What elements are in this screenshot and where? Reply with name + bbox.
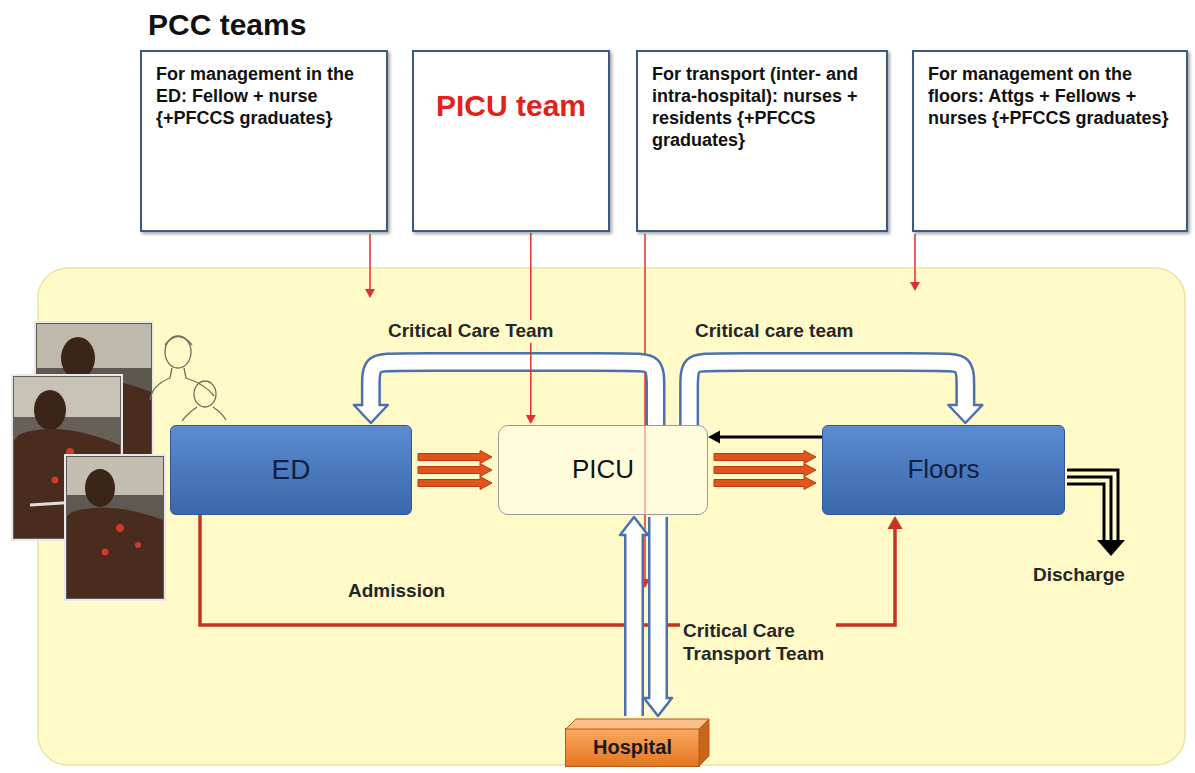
- leader-head: [365, 289, 375, 298]
- team-callout-box: PICU team: [412, 50, 610, 232]
- photo-bedsheet: [14, 377, 120, 417]
- arrow-body: [651, 517, 666, 701]
- hospital-label: Hospital: [593, 735, 672, 759]
- arrow-head: [888, 516, 903, 529]
- sketch-shoulders: [182, 407, 226, 421]
- photo-rash: [52, 477, 59, 484]
- arrow-outline: [689, 362, 965, 425]
- block-arrow: [418, 464, 492, 477]
- diagram-title: PCC teams: [148, 8, 306, 42]
- discharge-arrow: [1067, 470, 1125, 556]
- connector-line: [200, 515, 895, 625]
- discharge-line: [1067, 477, 1111, 541]
- photo-frame: [65, 455, 165, 600]
- sketch-hair: [165, 337, 192, 346]
- callout-text: For management on the floors: Attgs + Fe…: [928, 64, 1172, 130]
- leader-line: [369, 234, 371, 290]
- department-label: Floors: [907, 454, 979, 486]
- leader-lines: [365, 234, 920, 588]
- arrow-outline: [371, 362, 656, 425]
- admission-line: [200, 515, 903, 625]
- discharge-head: [1097, 540, 1125, 556]
- department-box: ED: [170, 425, 412, 515]
- photo-head: [34, 390, 66, 430]
- arrow-body: [627, 532, 642, 716]
- edge-label: Critical Care Transport Team: [680, 620, 836, 666]
- flow-arrows: [714, 451, 816, 490]
- photo-head: [85, 469, 115, 507]
- callout-heading: PICU team: [424, 88, 598, 125]
- team-outreach-arrow: [689, 362, 982, 425]
- patient-photo: [65, 455, 165, 600]
- edge-label: Admission: [345, 580, 448, 603]
- team-outreach-arrow: [354, 362, 656, 425]
- team-callout-box: For management in the ED: Fellow + nurse…: [140, 50, 388, 232]
- photo-head: [61, 337, 95, 379]
- hospital-side-face: [699, 719, 709, 766]
- return-arrow: [708, 431, 822, 444]
- leader-head: [910, 282, 920, 291]
- edge-label: Critical Care Team: [385, 320, 556, 343]
- flow-arrows: [418, 451, 492, 490]
- arrow-body: [371, 362, 656, 425]
- edge-label: Critical care team: [692, 320, 856, 343]
- department-box: Floors: [822, 425, 1065, 515]
- block-arrow: [714, 451, 816, 464]
- arrow-head: [708, 431, 720, 444]
- photo-rash: [116, 524, 124, 532]
- arrow-line: [718, 436, 822, 439]
- block-arrow: [714, 477, 816, 490]
- hospital-top-face: [566, 719, 709, 729]
- arrow-body: [689, 362, 965, 425]
- team-callout-box: For transport (inter- and intra-hospital…: [636, 50, 888, 232]
- block-arrow: [418, 451, 492, 464]
- leader-head: [526, 415, 536, 424]
- callout-text: For management in the ED: Fellow + nurse…: [156, 64, 372, 130]
- block-arrow: [418, 477, 492, 490]
- yellow-ground: [38, 268, 1185, 765]
- nurse-sketch: [150, 336, 226, 421]
- sketch-head: [194, 381, 216, 407]
- department-label: ED: [272, 453, 311, 487]
- photo-rash: [135, 542, 141, 548]
- outcome-label: Discharge: [1030, 564, 1128, 587]
- team-callout-box: For management on the floors: Attgs + Fe…: [912, 50, 1188, 232]
- unit-label: PICU: [572, 454, 634, 486]
- unit-box: PICU: [498, 425, 708, 515]
- discharge-line: [1067, 470, 1118, 541]
- transport-arrows: [620, 517, 672, 716]
- sketch-shoulders: [150, 368, 214, 400]
- leader-line: [914, 234, 916, 283]
- patient-photos: [12, 322, 165, 600]
- hospital-block: Hospital: [565, 728, 700, 767]
- callout-text: For transport (inter- and intra-hospital…: [652, 64, 872, 152]
- block-arrow: [714, 464, 816, 477]
- photo-rash: [102, 549, 109, 556]
- sketch-head: [165, 336, 191, 368]
- photo-bedsheet: [67, 457, 163, 495]
- photo-body: [67, 508, 163, 599]
- discharge-line: [1067, 484, 1104, 541]
